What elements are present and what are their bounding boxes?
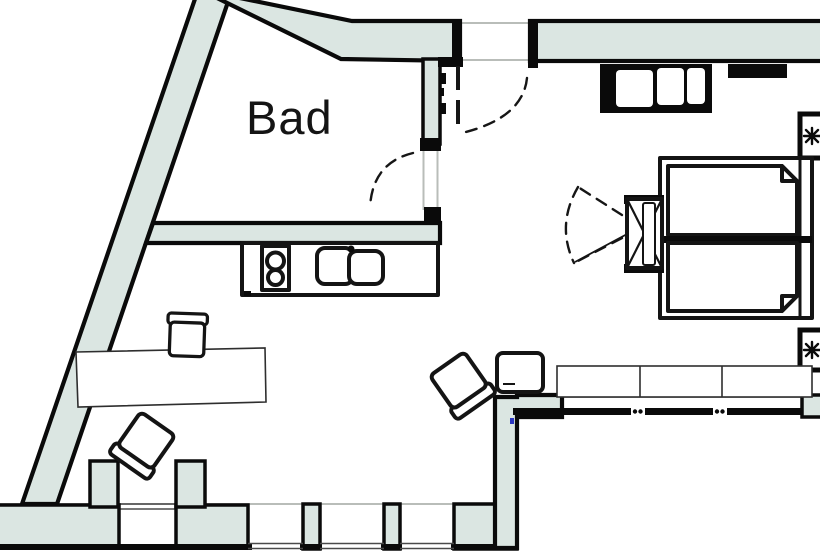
mattress-bottom-fold bbox=[780, 294, 799, 313]
wall-top-right bbox=[527, 18, 820, 64]
window-mullion-2 bbox=[382, 502, 402, 551]
wardrobe-cell-3 bbox=[687, 68, 705, 104]
hinge-nub-1 bbox=[439, 73, 446, 84]
bath-door-top-jamb bbox=[420, 138, 441, 151]
swing-solid-line bbox=[574, 232, 630, 263]
track-rail-1 bbox=[513, 408, 631, 415]
dining-area bbox=[75, 311, 545, 483]
rail-dot-3 bbox=[714, 409, 720, 414]
square-stool bbox=[495, 351, 545, 394]
wall-outer-edge bbox=[0, 544, 252, 550]
blue-mark bbox=[510, 418, 514, 424]
entrance-door-swing-arc bbox=[460, 76, 529, 135]
rail-dot-4 bbox=[720, 409, 725, 414]
hinge-nub-3 bbox=[439, 103, 446, 114]
sideboard-glass-front bbox=[510, 365, 813, 424]
bathroom-door-swing-arc bbox=[368, 151, 415, 210]
coat-rack-shelf bbox=[728, 64, 787, 78]
entrance-left-jamb bbox=[452, 21, 462, 66]
window-pier-1 bbox=[88, 459, 120, 509]
swing-ray-upper bbox=[576, 185, 624, 217]
spot-symbol-bottom bbox=[797, 327, 820, 373]
mattress-top-fold bbox=[780, 164, 799, 183]
entrance-right-jamb bbox=[528, 21, 538, 68]
stove-burner-1 bbox=[265, 250, 286, 272]
mattress-bottom bbox=[666, 241, 799, 313]
bed-center-rail bbox=[661, 236, 812, 243]
window-pier-2 bbox=[174, 459, 207, 509]
door-swings bbox=[368, 66, 529, 210]
double-bed bbox=[658, 156, 814, 320]
head-unit-slat bbox=[642, 202, 656, 266]
hall-wardrobe bbox=[600, 64, 787, 113]
rail-dot-1 bbox=[632, 409, 638, 414]
spot-symbol-top bbox=[797, 111, 820, 161]
wall-top-sloped bbox=[216, 0, 463, 64]
wall-bottom-mid bbox=[174, 503, 250, 548]
kitchenette bbox=[240, 241, 440, 297]
rail-dot-2 bbox=[638, 409, 643, 414]
wardrobe-cell-2 bbox=[657, 68, 684, 105]
wall-bath-east bbox=[421, 57, 442, 146]
counter-tick bbox=[244, 291, 251, 296]
mattress-top bbox=[666, 164, 799, 237]
sideboard-body bbox=[556, 365, 813, 398]
wall-bath-south bbox=[143, 220, 443, 246]
wall-bottom-left bbox=[0, 503, 121, 548]
sink-bowl-right bbox=[347, 249, 385, 286]
wall-outer-edge-4 bbox=[451, 544, 518, 550]
wall-right-stub bbox=[800, 393, 820, 419]
bath-wall-corner bbox=[438, 57, 463, 67]
wall-outer-edge-2 bbox=[300, 544, 322, 550]
wall-left-diagonal bbox=[19, 0, 231, 507]
chair-top bbox=[165, 311, 210, 359]
wall-L-divider bbox=[492, 392, 565, 551]
window-mullion-1 bbox=[301, 502, 322, 551]
sideboard-dividers bbox=[639, 366, 723, 397]
wall-outer-edge-3 bbox=[381, 544, 402, 550]
hinge-nub-2 bbox=[439, 88, 444, 96]
bed-head-unit bbox=[564, 185, 664, 273]
track-rail-2 bbox=[645, 408, 713, 415]
room-label-bad: Bad bbox=[246, 91, 333, 144]
stove-burner-2 bbox=[266, 268, 285, 287]
track-rail-3 bbox=[727, 408, 802, 415]
chair-center bbox=[425, 348, 499, 423]
sink-faucet bbox=[347, 245, 355, 253]
wardrobe-cell-1 bbox=[616, 70, 653, 107]
swing-arc bbox=[564, 185, 580, 265]
